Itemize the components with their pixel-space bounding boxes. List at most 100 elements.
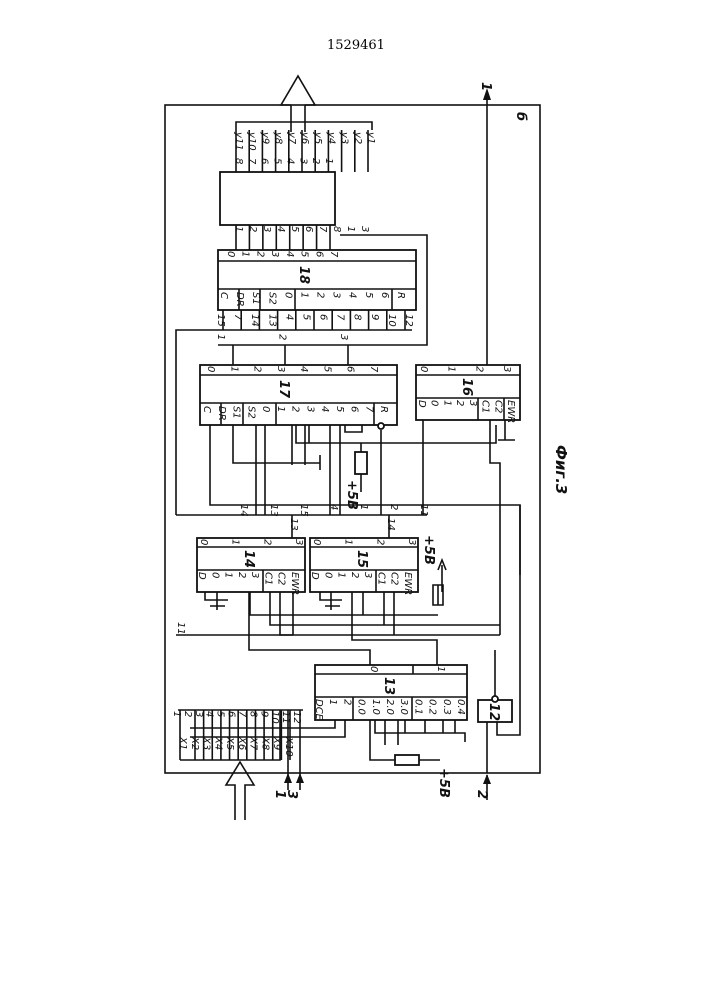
- display-pin: 7: [246, 158, 257, 165]
- block-14-pin: 3: [249, 572, 260, 578]
- block-18-pin: 2: [254, 251, 265, 257]
- input-label: X8: [259, 736, 270, 750]
- output-label: y8: [273, 131, 284, 144]
- block-14-pin: 0: [198, 539, 209, 545]
- bus-tap-label: 10: [386, 314, 397, 327]
- block-18-pin: R: [395, 292, 406, 299]
- input-label: X5: [224, 736, 235, 750]
- block-16-number: 16: [459, 378, 474, 396]
- block-16-pin: 3: [467, 400, 478, 406]
- block-18: [218, 250, 416, 310]
- block-16-pin: 2: [473, 366, 484, 372]
- block-16-pin: 0: [429, 400, 440, 406]
- block-15-pin: 0: [311, 539, 322, 545]
- bus-tap-label: 3: [338, 334, 349, 340]
- bus-tap-label: 12: [403, 314, 414, 327]
- block-16-pin: 2: [454, 400, 465, 406]
- bus-tap-label: 13: [288, 518, 299, 531]
- block-14-pin: 2: [236, 572, 247, 578]
- bus-tap-label: 4: [328, 504, 339, 510]
- figure-caption: Фиг.3: [552, 445, 570, 494]
- display-pin: 4: [284, 158, 295, 164]
- block-15-pin: D: [309, 572, 320, 580]
- display-pin: 2: [310, 158, 321, 164]
- block-17-number: 17: [276, 380, 291, 399]
- display-pin: 8: [331, 226, 342, 232]
- connector-pin: 4: [204, 711, 215, 717]
- display-pin: 5: [272, 158, 283, 164]
- block-17-pin: R: [378, 406, 389, 413]
- block-13-pin: 0.2: [427, 699, 438, 715]
- block-14-pin: C2: [276, 572, 287, 585]
- block-17-pin: S2: [245, 406, 256, 419]
- block-17-pin: 7: [363, 406, 374, 413]
- connector-pin: 6: [226, 711, 237, 717]
- block-18-pin: 3: [269, 251, 280, 257]
- block-17-pin: 3: [275, 366, 286, 372]
- block-17-pin: 0: [205, 366, 216, 372]
- supply-label: +5В: [344, 480, 359, 510]
- display-pin: 2: [247, 226, 258, 232]
- block-13-pin: 0.1: [412, 699, 423, 715]
- block-16-pin: 1: [446, 366, 457, 372]
- bus-tap-label: 4: [283, 314, 294, 320]
- output-label: y10: [246, 131, 257, 151]
- connector-pin: 9: [258, 711, 269, 717]
- bus-tap-label: 8: [352, 314, 363, 320]
- block-17-pin: 4: [319, 406, 330, 412]
- block-17-pin: 6: [345, 366, 356, 372]
- bus-tap-label: 2: [388, 504, 399, 510]
- block-16-pin: D: [416, 400, 427, 408]
- bus-tap-label: 14: [385, 518, 396, 531]
- connector-pin: 12: [291, 711, 302, 724]
- block-12-number: 12: [486, 703, 501, 721]
- block-15-pin: 1: [336, 572, 347, 578]
- connector-pin: 2: [182, 711, 193, 717]
- input-bus-arrow: [226, 762, 254, 820]
- block-15-pin: 3: [362, 572, 373, 578]
- block-15-number: 15: [354, 550, 369, 568]
- block-17-pin: 5: [334, 406, 345, 412]
- output-label: y2: [352, 131, 363, 144]
- connector-pin: 10: [269, 711, 280, 724]
- block-15-pin: EWR: [402, 572, 413, 595]
- input-label: X9: [271, 736, 282, 750]
- block-18-pin: 5: [363, 292, 374, 298]
- display-pin: 3: [297, 158, 308, 164]
- bus-tap-label: 7: [232, 314, 243, 321]
- block-17-pin: S1: [231, 406, 242, 419]
- block-13-pin: 2.0: [384, 699, 395, 715]
- block-15-pin: 3: [406, 539, 417, 545]
- output-label: y4: [325, 131, 336, 144]
- block-14-pin: 1: [230, 539, 241, 545]
- block-14-pin: 2: [261, 539, 272, 545]
- block-17-pin: 2: [290, 406, 301, 412]
- display-pin: 3: [359, 226, 370, 232]
- block-18-pin: S2: [266, 292, 277, 305]
- input-label: X7: [248, 736, 259, 751]
- terminal-in-3: 3: [284, 790, 299, 799]
- bus-tap-label: 15: [298, 504, 309, 517]
- connector-pin: 7: [236, 711, 247, 718]
- block-14-pin: EWR: [289, 572, 300, 595]
- block-14-pin: 1: [223, 572, 234, 578]
- input-label: X6: [236, 736, 247, 750]
- bus-tap-label: 14: [238, 504, 249, 517]
- bus-tap-label: 6: [318, 314, 329, 320]
- block-17: [200, 365, 397, 425]
- output-label: y5: [312, 131, 323, 144]
- output-label: y1: [365, 131, 376, 144]
- bus-tap-label: 1: [215, 334, 226, 340]
- output-label: y9: [259, 131, 270, 144]
- bus-tap-label: 15: [215, 314, 226, 327]
- display-pin: 3: [261, 226, 272, 232]
- block-15-pin: C1: [375, 572, 386, 585]
- block-17-pin: 5: [321, 366, 332, 372]
- block-13-number: 13: [381, 677, 396, 695]
- block-16-pin: 3: [501, 366, 512, 372]
- output-label: y11: [233, 131, 244, 151]
- block-18-pin: 0: [282, 292, 293, 298]
- block-17-pin: 0: [260, 406, 271, 412]
- block-13-pin: 0: [368, 666, 379, 672]
